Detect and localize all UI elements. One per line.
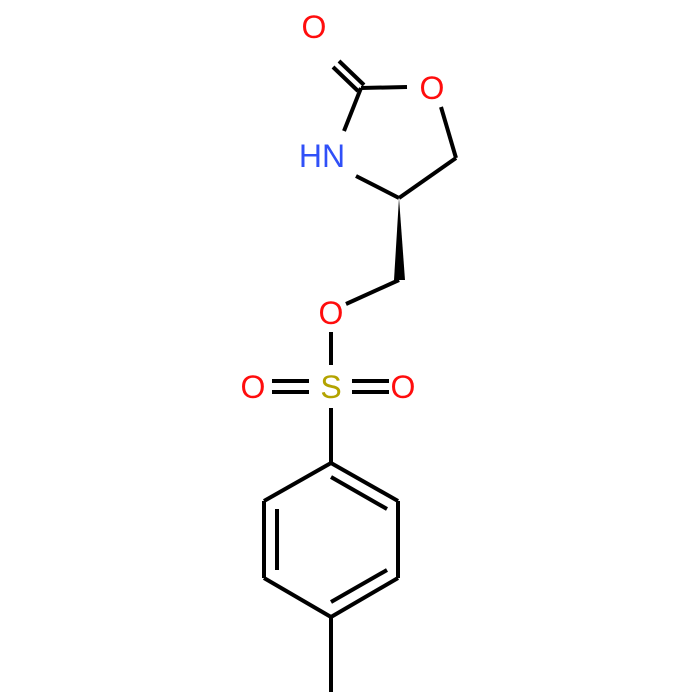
bond-ar-3	[329, 576, 400, 619]
wedge-bond	[394, 198, 405, 280]
bond-n3-c2	[342, 87, 363, 132]
bond-c4-n3	[355, 174, 400, 200]
nitrogen-label: HN	[299, 138, 345, 174]
bond-ar-inner-1	[330, 475, 388, 511]
bond-ch2-oester	[345, 278, 400, 306]
ring-oxygen-label: O	[420, 70, 445, 106]
carbonyl-oxygen-label: O	[302, 9, 327, 45]
ester-oxygen-label: O	[319, 295, 344, 331]
bond-c2-o1	[360, 85, 408, 90]
sulfur-label: S	[320, 369, 341, 405]
bond-o1-c5	[439, 106, 458, 159]
sulfonyl-oxygen-left-label: O	[241, 369, 266, 405]
bond-ar-inner-2	[330, 568, 388, 604]
bond-c5-c4	[397, 156, 458, 200]
bond-ar-4	[262, 576, 333, 619]
bond-carbonyl-1	[337, 59, 366, 87]
bond-ar-1	[330, 461, 399, 503]
bond-carbonyl-2	[331, 65, 360, 93]
bond-ar-6	[263, 461, 332, 503]
sulfonyl-oxygen-right-label: O	[391, 369, 416, 405]
